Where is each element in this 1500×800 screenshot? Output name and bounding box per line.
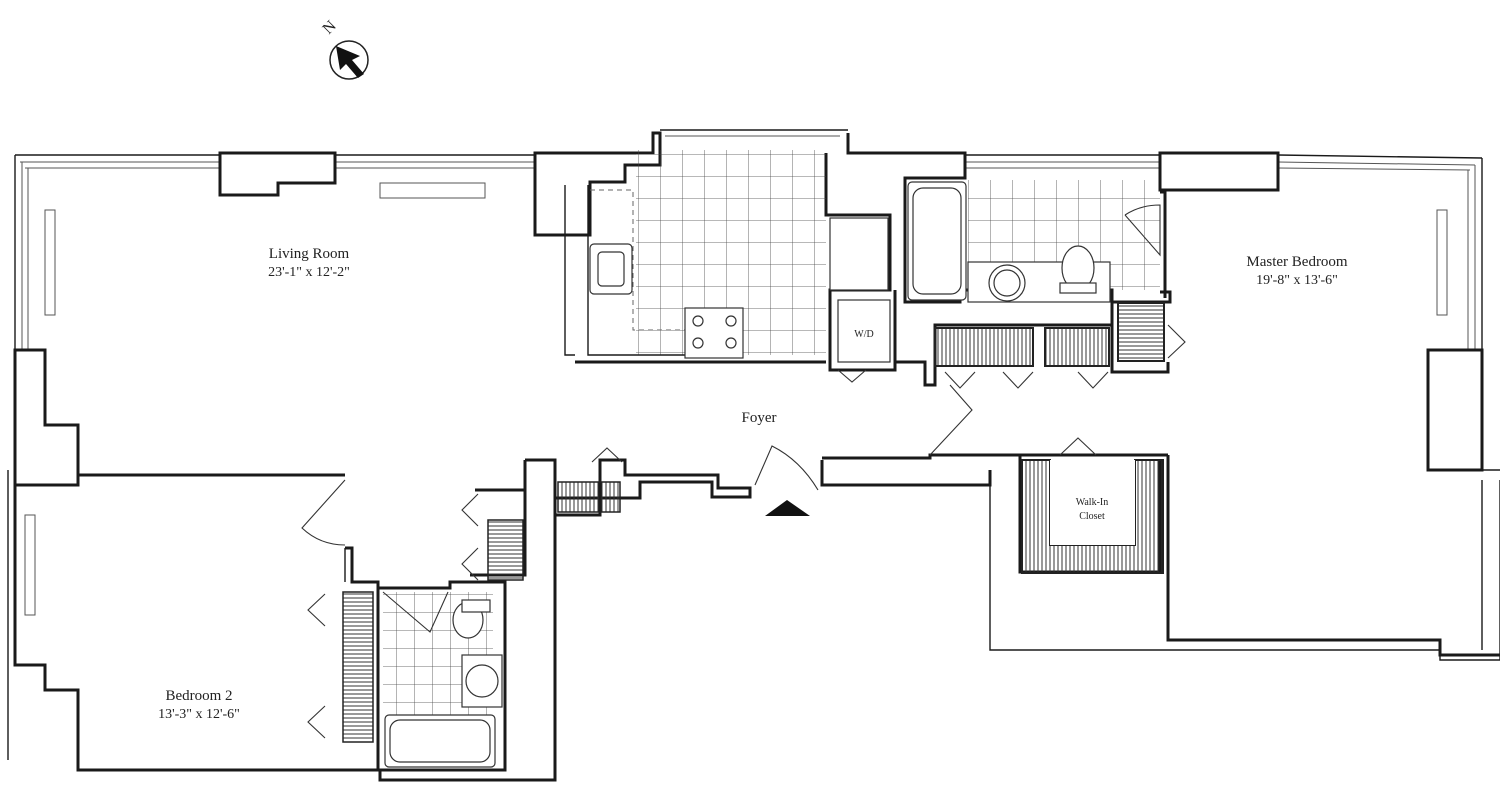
living-room-name: Living Room [269, 246, 350, 262]
walk-in-closet-label-line1: Walk-In [1076, 497, 1109, 508]
washer-dryer-closet: W/D [837, 299, 891, 383]
north-label: N [320, 17, 341, 38]
walk-in-closet: Walk-In Closet [1021, 437, 1164, 574]
entry-arrow-icon [765, 500, 810, 516]
master-bedroom-name: Master Bedroom [1246, 254, 1348, 270]
exterior-walls [7, 129, 1500, 782]
master-bedroom-dims: 19'-8" x 13'-6" [1256, 273, 1338, 288]
master-bathroom [907, 180, 1161, 303]
room-labels: Living Room 23'-1" x 12'-2" Master Bedro… [158, 246, 1348, 722]
bedroom-2-bathroom [301, 479, 524, 768]
foyer-name: Foyer [742, 410, 777, 426]
washer-dryer-label: W/D [854, 329, 873, 340]
refrigerator-icon [829, 217, 889, 291]
foyer-area [557, 445, 819, 516]
kitchen [587, 150, 889, 359]
stove-icon [684, 307, 744, 359]
bath-sink-2-icon [465, 664, 499, 698]
living-room-dims: 23'-1" x 12'-2" [268, 265, 350, 280]
north-arrow-icon: N [320, 17, 369, 80]
bedroom-2-dims: 13'-3" x 12'-6" [158, 707, 240, 722]
walk-in-closet-label-line2: Closet [1079, 511, 1105, 522]
bedroom-2-name: Bedroom 2 [165, 688, 232, 704]
hall-closets [929, 302, 1186, 456]
